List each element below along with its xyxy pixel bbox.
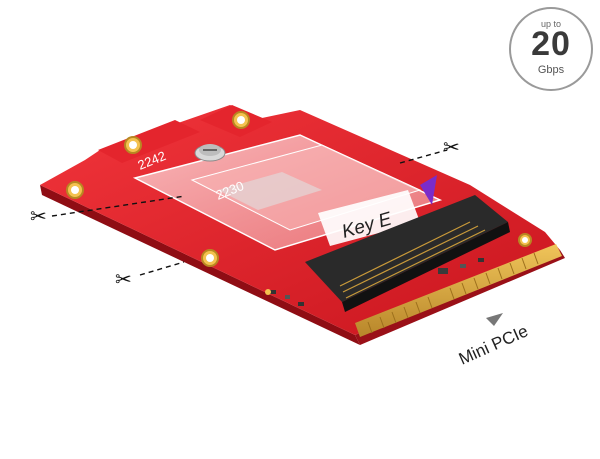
scissors-icon: ✂	[443, 137, 460, 159]
gold-fingers	[367, 252, 539, 334]
speed-badge: up to 20 Gbps	[509, 7, 593, 91]
arrow-up-icon	[486, 313, 503, 326]
pcb-tab-left	[98, 120, 200, 163]
m2-connector	[305, 195, 508, 302]
triangle-marker-icon	[420, 175, 437, 205]
scissors-icon: ✂	[115, 269, 132, 291]
pcb-edge	[40, 185, 360, 345]
key-e-panel	[318, 190, 420, 246]
scissors-icon: ✂	[30, 206, 47, 228]
badge-prefix: up to	[540, 19, 562, 29]
cut-line-3: ✂	[399, 137, 460, 164]
mini-pcie-label: Mini PCIe	[456, 321, 531, 368]
module-chip	[218, 172, 322, 210]
badge-unit: Gbps	[537, 64, 565, 76]
smd-components	[265, 258, 484, 306]
cut-line-1: ✂	[30, 195, 186, 228]
connector-pins	[339, 221, 486, 299]
cut-line-2: ✂	[115, 261, 185, 291]
badge-value: 20	[531, 25, 571, 63]
